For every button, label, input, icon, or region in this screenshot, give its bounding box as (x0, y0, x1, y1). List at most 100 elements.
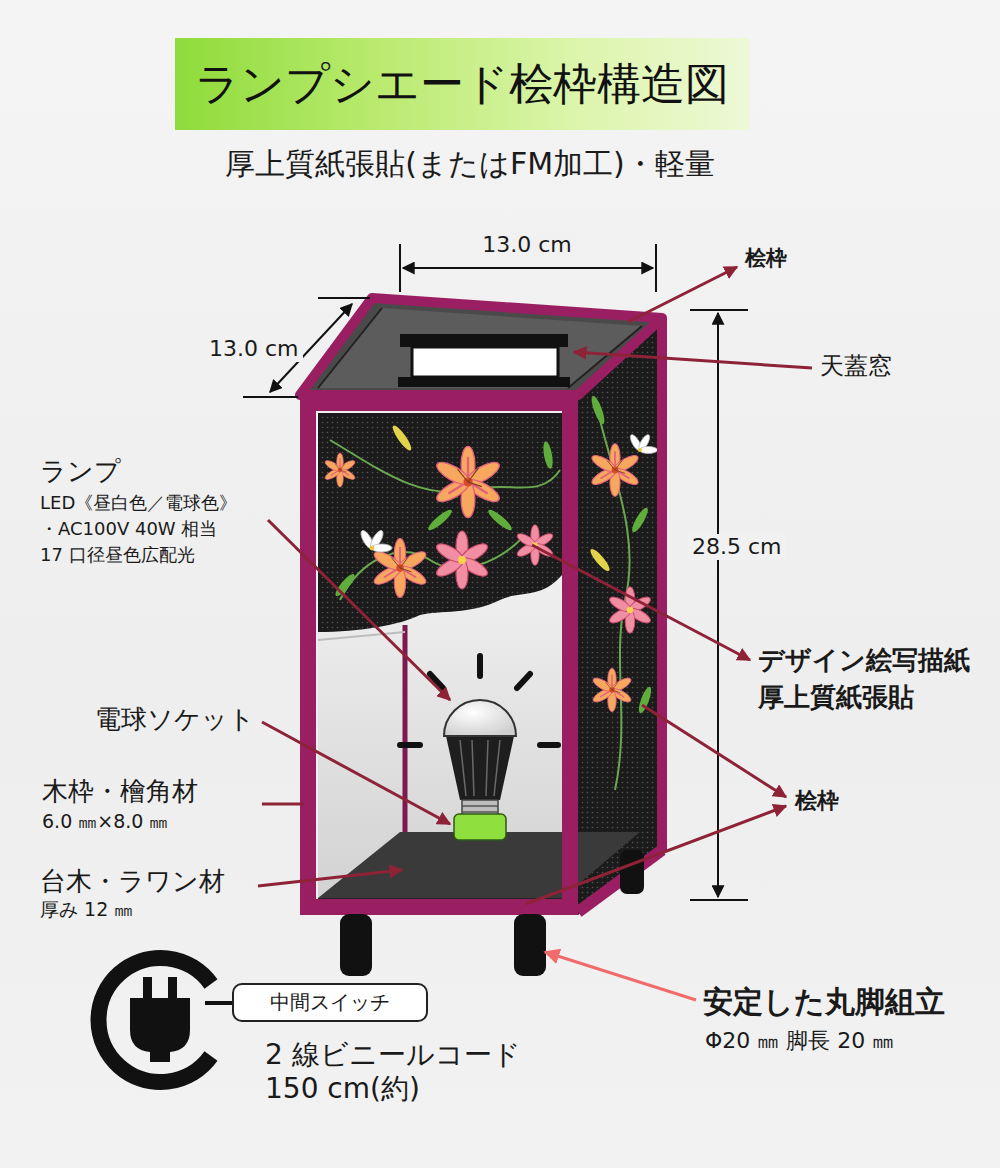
node-label: 中間スイッチ (270, 989, 390, 1016)
shade-paper (434, 446, 503, 517)
plug-icon (130, 998, 190, 1062)
dimension-lines (655, 244, 657, 292)
shade-paper (426, 507, 454, 532)
led-bulb (477, 656, 483, 676)
leader-lines (628, 267, 737, 322)
subtitle: 厚上質紙張貼(またはFM加工)・軽量 (225, 146, 715, 182)
led-bulb (462, 806, 498, 812)
switch-box: 中間スイッチ (232, 983, 428, 1022)
plug-icon (99, 958, 211, 1082)
leader-lines (262, 803, 304, 806)
part-label: 安定した丸脚組立 (703, 984, 945, 1020)
leader-lines (268, 520, 450, 700)
part-label: 天蓋窓 (820, 352, 892, 381)
leg-leader (545, 952, 696, 1000)
dimension-lines (243, 396, 298, 398)
shade-paper (324, 453, 357, 487)
side-panel (590, 444, 641, 497)
plug-icon (99, 958, 232, 1082)
top-face (300, 298, 662, 395)
hinoki-frame (308, 403, 570, 907)
led-bulb (446, 736, 514, 800)
side-panel (578, 320, 662, 915)
led-bulb (486, 740, 488, 796)
led-bulb (472, 740, 474, 796)
part-label: デザイン絵写描紙 (758, 645, 970, 676)
side-panel (588, 547, 612, 574)
led-bulb (400, 742, 420, 748)
leader-lines (258, 870, 402, 886)
bulb-socket (454, 814, 506, 840)
shade-paper (359, 529, 392, 552)
plug-icon (205, 1001, 232, 1005)
shade-paper (434, 531, 490, 589)
plug-icon (143, 977, 152, 1001)
shade-paper (340, 540, 520, 600)
spec-text: 6.0 ㎜×8.0 ㎜ (42, 810, 168, 833)
part-label: 桧枠 (745, 246, 787, 271)
led-bulb (444, 700, 516, 736)
led-bulb (540, 742, 558, 748)
round-legs (340, 914, 372, 976)
part-label: 台木・ラワン材 (40, 866, 225, 897)
spec-text: 厚み 12 ㎜ (40, 898, 133, 921)
dimension-label: 13.0 cm (205, 336, 303, 362)
dimension-lines (403, 267, 653, 269)
side-panel (608, 587, 653, 633)
leader-lines (574, 352, 812, 368)
side-panel (591, 668, 633, 711)
led-bulb (462, 811, 498, 813)
shade-paper (486, 507, 514, 532)
leader-lines (262, 722, 450, 824)
bulb-socket (454, 814, 506, 840)
led-bulb (400, 656, 558, 818)
hinoki-frame (300, 298, 662, 395)
leader-lines (532, 545, 750, 660)
dimension-lines (690, 899, 748, 901)
dimension-lines (318, 297, 370, 299)
shade-paper (390, 423, 414, 452)
led-bulb (460, 740, 500, 796)
spec-text: 150 cm(約) (265, 1072, 420, 1106)
round-legs (340, 850, 644, 976)
hinoki-frame (657, 318, 667, 852)
led-bulb (517, 674, 530, 688)
side-panel (578, 320, 662, 915)
base-board (318, 832, 640, 902)
leader-lines (642, 705, 786, 797)
part-label: 木枠・檜角材 (42, 776, 198, 807)
title-text: ランプシエード桧枠構造図 (195, 55, 729, 114)
shade-paper (324, 423, 560, 600)
part-label: 厚上質紙張貼 (758, 682, 914, 713)
dimension-label: 28.5 cm (688, 534, 786, 560)
top-face (398, 377, 570, 387)
leg-leader (545, 952, 696, 1000)
spec-text: 17 口径昼色広配光 (40, 544, 195, 566)
led-bulb (460, 740, 466, 796)
leader-lines (258, 267, 812, 904)
round-legs (514, 914, 546, 976)
led-bulb (400, 656, 558, 745)
spec-text: LED《昼白色／電球色》 (40, 492, 237, 514)
top-face (412, 347, 558, 377)
front-panel (318, 632, 405, 640)
front-panel (318, 413, 562, 900)
led-bulb (462, 805, 498, 807)
shade-paper (542, 441, 555, 470)
plug-icon (168, 977, 177, 1001)
side-panel (589, 395, 607, 426)
title-banner: ランプシエード桧枠構造図 (175, 38, 749, 130)
shade-paper (318, 413, 562, 632)
top-face (300, 298, 662, 395)
leader-lines (526, 806, 786, 904)
front-panel (318, 413, 562, 900)
dimension-lines (399, 244, 401, 292)
part-label: 2 線ビニールコード (265, 1038, 521, 1072)
dimension-lines (717, 313, 719, 897)
top-face (400, 334, 568, 347)
side-panel (630, 506, 651, 534)
shade-paper (318, 413, 562, 632)
part-label: ランプ (40, 456, 121, 487)
round-legs (620, 850, 644, 894)
spec-text: ・AC100V 40W 相当 (40, 518, 217, 540)
